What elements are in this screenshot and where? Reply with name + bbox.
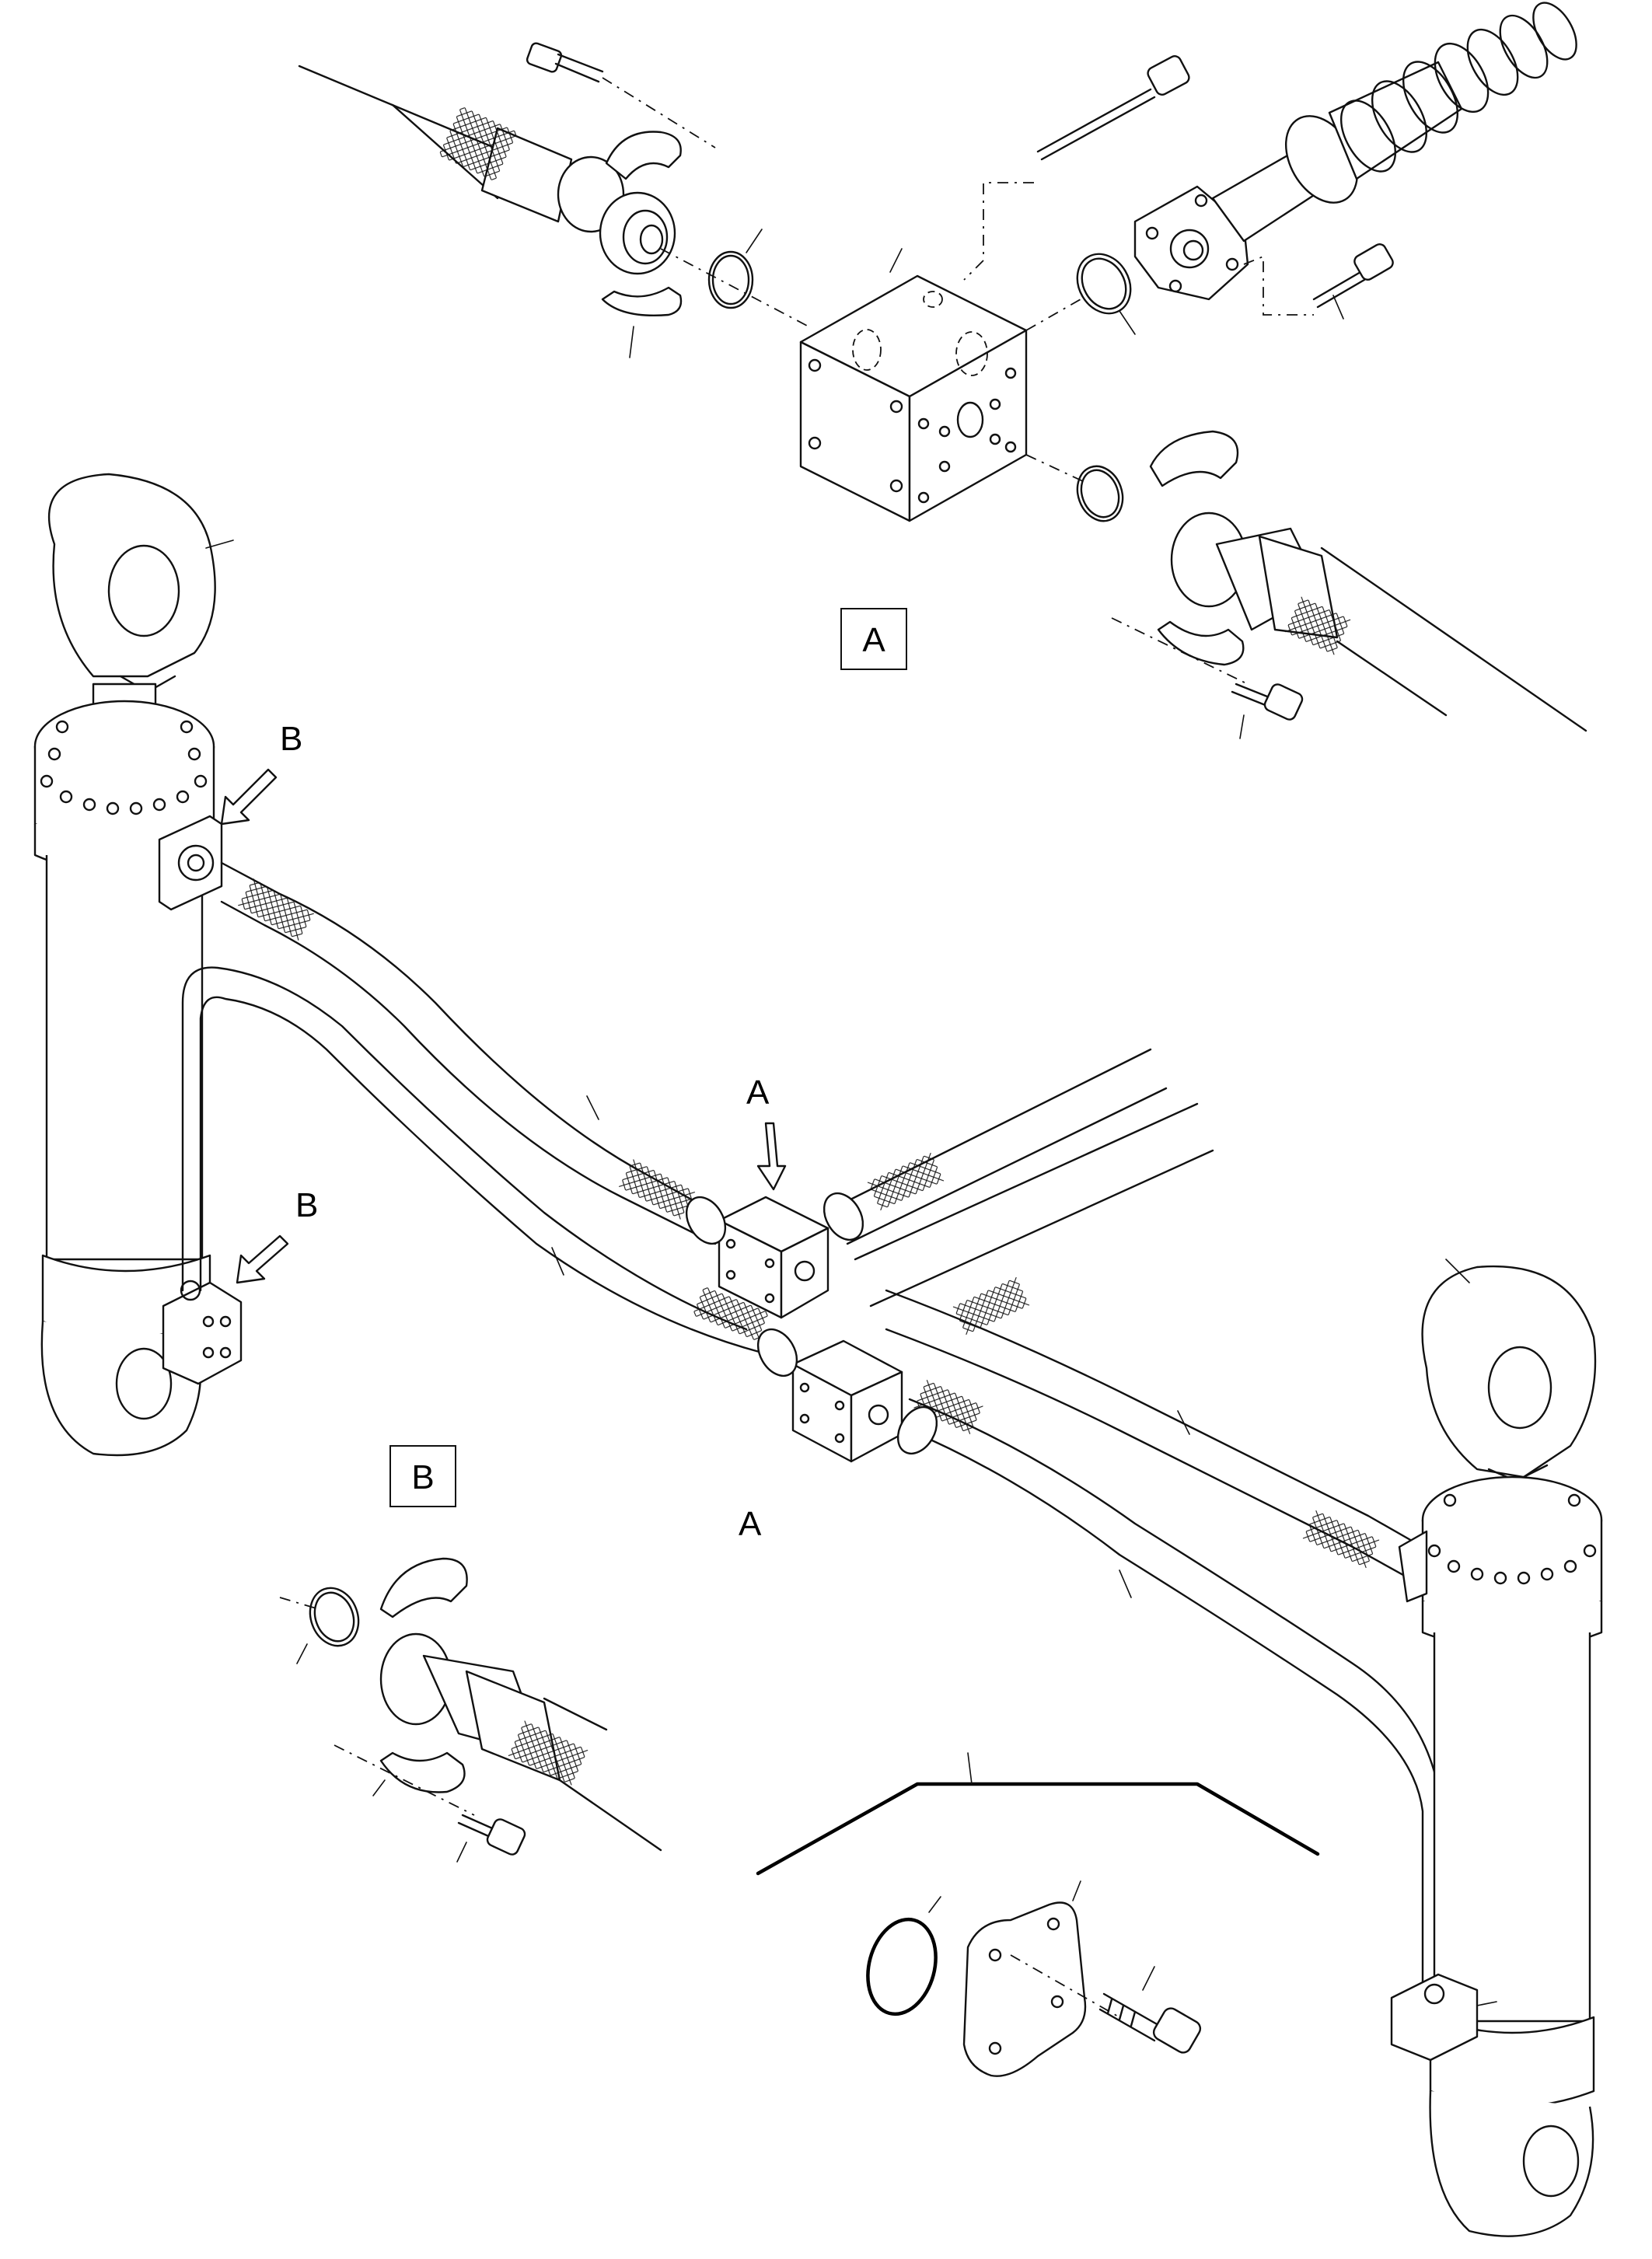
label-a-center: A	[739, 1505, 762, 1543]
svg-text:B: B	[411, 1458, 434, 1496]
detail-a-hose-lower-right	[1170, 512, 1587, 732]
detail-a-flange-clamp-lower	[601, 286, 683, 316]
detail-b-clamp-upper	[379, 1557, 468, 1618]
center-manifold-block-lower	[756, 1328, 938, 1463]
arrow-a: A	[746, 1074, 787, 1191]
detail-a-flange-clamp-upper	[605, 131, 682, 180]
detail-b-o-ring	[309, 1587, 360, 1647]
detail-a-clamp-right-lower	[1157, 620, 1245, 666]
left-cylinder-upper-port-block	[158, 815, 223, 911]
blanking-plate-bolt	[1098, 1966, 1202, 2054]
detail-a-bolt-lower	[1231, 683, 1304, 739]
svg-text:B: B	[295, 1186, 318, 1224]
left-cylinder-lower-port-block	[162, 1280, 243, 1385]
blanking-plate	[962, 1880, 1087, 2077]
detail-b-label-box: B	[389, 1445, 456, 1507]
detail-a-four-bolt-flange	[1133, 185, 1249, 301]
left-hydraulic-cylinder	[33, 473, 234, 1457]
left-cylinder-head-bolts	[40, 720, 208, 815]
detail-a-exploded-view	[298, 2, 1587, 739]
detail-a-o-ring-lower	[1076, 465, 1124, 522]
blanking-o-ring	[866, 1917, 938, 2016]
svg-text:B: B	[280, 720, 302, 758]
right-cylinder-lower-port-block	[1390, 1973, 1497, 2062]
detail-b-hose	[379, 1632, 662, 1852]
svg-text:A: A	[746, 1074, 770, 1112]
svg-text:A: A	[862, 621, 885, 659]
detail-a-clamp-right-upper	[1149, 430, 1239, 487]
right-cylinder-upper-port-block	[1398, 1530, 1428, 1603]
detail-a-hose-right-with-spring-guard	[1211, 2, 1577, 243]
detail-a-bolt-right	[1243, 243, 1394, 319]
main-hydraulic-lines	[181, 861, 1440, 2007]
detail-b-bolt	[456, 1814, 526, 1863]
detail-a-manifold-block	[799, 248, 1028, 522]
detail-a-long-bolt	[963, 55, 1190, 281]
detail-b-clamp-lower	[379, 1751, 466, 1793]
detail-b-exploded-view	[279, 1557, 662, 1863]
detail-a-hose-left	[298, 65, 676, 275]
detail-a-o-ring-right	[1076, 253, 1132, 315]
blanking-plate-detail	[756, 1752, 1320, 2077]
arrow-b-lower: B	[236, 1186, 318, 1284]
right-hydraulic-cylinder	[1421, 1259, 1603, 2237]
detail-a-o-ring-left	[707, 250, 754, 309]
center-manifold-block-upper	[685, 1192, 864, 1319]
arrow-b-upper: B	[220, 720, 302, 826]
right-cylinder-head-bolts	[1427, 1493, 1597, 1585]
detail-a-bolt-upper-left	[526, 42, 716, 148]
detail-a-label-box: A	[840, 608, 907, 670]
